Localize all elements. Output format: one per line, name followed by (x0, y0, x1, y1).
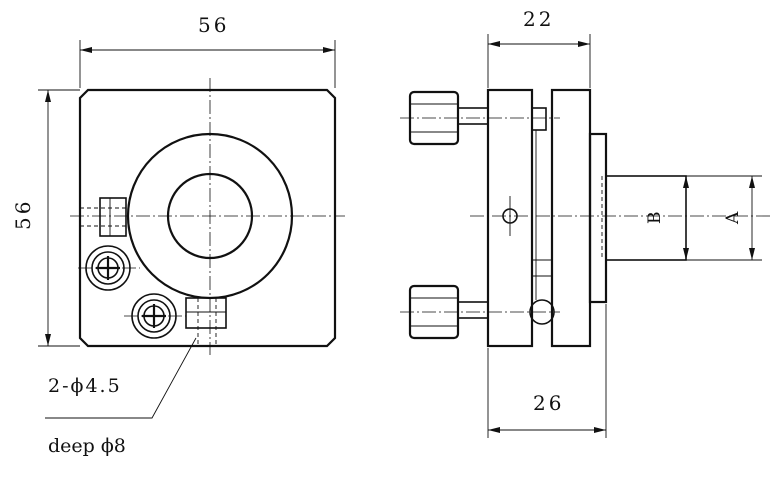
bore-inner-dimension (683, 176, 689, 260)
front-height-label: 56 (11, 199, 35, 230)
side-set-screw-boss (80, 197, 127, 237)
side-view: 22 26 B A (400, 7, 770, 438)
front-width-label: 56 (198, 13, 229, 37)
bore-inner-label: B (645, 212, 665, 225)
front-height-dimension (38, 89, 80, 347)
bore-outer-label: A (723, 211, 743, 225)
hole-spec-note: 2-ϕ4.5 (48, 375, 122, 397)
side-bottom-dimension (487, 304, 607, 438)
counterbore-hole-1 (78, 245, 140, 291)
bottom-set-screw-boss (185, 297, 227, 346)
front-view: 56 56 2-ϕ4.5 deep ϕ8 (11, 13, 345, 457)
side-pin-top (531, 107, 547, 131)
side-front-plate (486, 88, 534, 348)
side-mount-flange (588, 132, 608, 304)
side-depth-label: 22 (523, 7, 554, 31)
bore-outer-dimension (686, 175, 762, 261)
side-depth-dimension (487, 34, 591, 88)
hole-callout-leader (45, 337, 197, 419)
front-width-dimension (79, 40, 336, 88)
side-bottom-label: 26 (533, 391, 564, 415)
side-rear-plate (550, 88, 592, 348)
counterbore-hole-2 (124, 293, 186, 339)
front-plate-outline (78, 88, 337, 348)
deep-spec-note: deep ϕ8 (48, 435, 126, 457)
